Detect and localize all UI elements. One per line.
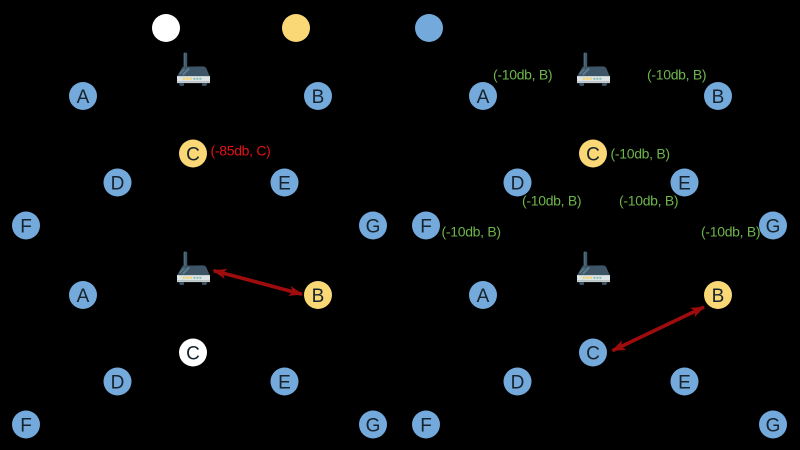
svg-text:B: B bbox=[712, 286, 725, 307]
svg-text:F: F bbox=[420, 216, 432, 237]
svg-text:G: G bbox=[366, 216, 381, 237]
svg-text:F: F bbox=[20, 216, 32, 237]
svg-text:G: G bbox=[766, 415, 781, 436]
svg-text:C: C bbox=[186, 343, 200, 364]
svg-text:(-10db, B): (-10db, B) bbox=[611, 146, 670, 162]
svg-text:B: B bbox=[312, 286, 325, 307]
svg-text:E: E bbox=[678, 173, 691, 194]
svg-text:(-10db, B): (-10db, B) bbox=[701, 224, 760, 240]
svg-text:C: C bbox=[586, 144, 600, 165]
svg-text:(-10db, B): (-10db, B) bbox=[647, 67, 706, 83]
svg-text:F: F bbox=[420, 415, 432, 436]
svg-text:F: F bbox=[20, 415, 32, 436]
svg-text:D: D bbox=[511, 173, 525, 194]
svg-text:C: C bbox=[586, 343, 600, 364]
svg-text:(-10db, B): (-10db, B) bbox=[522, 193, 581, 209]
svg-text:B: B bbox=[312, 87, 325, 108]
svg-text:E: E bbox=[278, 173, 291, 194]
svg-text:B: B bbox=[712, 87, 725, 108]
svg-text:(-10db, B): (-10db, B) bbox=[442, 224, 501, 240]
svg-text:C: C bbox=[186, 144, 200, 165]
svg-text:D: D bbox=[111, 173, 125, 194]
svg-text:A: A bbox=[477, 286, 490, 307]
svg-text:D: D bbox=[111, 372, 125, 393]
svg-text:E: E bbox=[278, 372, 291, 393]
svg-text:(-10db, B): (-10db, B) bbox=[619, 193, 678, 209]
svg-text:(-85db, C): (-85db, C) bbox=[211, 143, 271, 159]
svg-text:A: A bbox=[77, 286, 90, 307]
svg-text:(-10db, B): (-10db, B) bbox=[493, 67, 552, 83]
svg-text:A: A bbox=[77, 87, 90, 108]
svg-text:G: G bbox=[366, 415, 381, 436]
svg-text:E: E bbox=[678, 372, 691, 393]
svg-text:A: A bbox=[477, 87, 490, 108]
svg-text:D: D bbox=[511, 372, 525, 393]
svg-text:G: G bbox=[766, 216, 781, 237]
